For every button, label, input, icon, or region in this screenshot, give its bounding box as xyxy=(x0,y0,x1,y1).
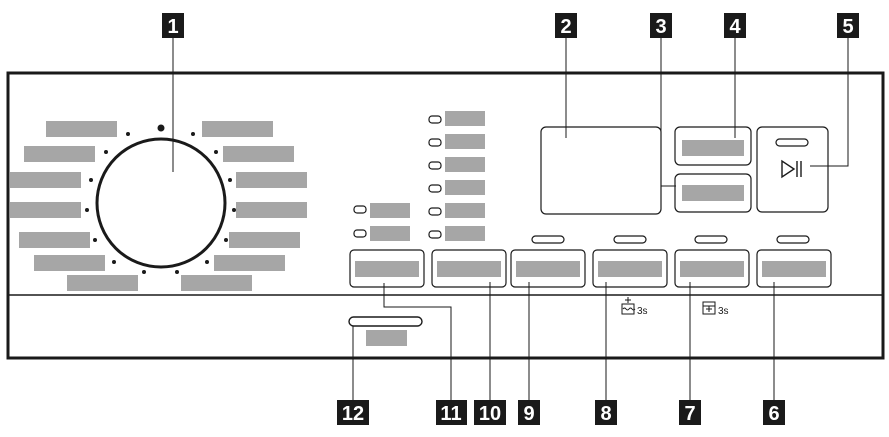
button-7-indicator xyxy=(694,235,728,244)
indicator-label xyxy=(370,203,410,218)
svg-text:7: 7 xyxy=(684,403,695,425)
button-4-label xyxy=(682,140,744,156)
button-3-label xyxy=(682,185,744,201)
program-label xyxy=(181,275,252,291)
callout-8: 8 xyxy=(595,400,617,425)
svg-text:12: 12 xyxy=(342,403,364,425)
button-6-label xyxy=(762,261,826,277)
indicator-light xyxy=(428,115,442,124)
callout-9: 9 xyxy=(518,400,540,425)
panel-frame xyxy=(6,71,885,360)
button-9-indicator xyxy=(531,235,565,244)
button-8-label xyxy=(598,261,662,277)
program-label xyxy=(236,202,307,218)
svg-text:6: 6 xyxy=(768,403,779,425)
callout-5: 5 xyxy=(837,13,859,38)
option-indicators-left xyxy=(353,203,410,241)
callout-3: 3 xyxy=(650,13,672,38)
start-pause-indicator xyxy=(775,138,809,147)
button-6-indicator xyxy=(776,235,810,244)
callout-12: 12 xyxy=(337,400,369,425)
indicator-light xyxy=(428,230,442,239)
button-11-label xyxy=(355,261,419,277)
option-indicators-column xyxy=(428,111,485,241)
button-8-duration: 3s xyxy=(637,306,648,317)
button-7-label xyxy=(680,261,744,277)
indicator-light xyxy=(428,184,442,193)
program-label xyxy=(229,232,300,248)
indicator-light xyxy=(428,161,442,170)
button-8-indicator xyxy=(613,235,647,244)
option-buttons-row xyxy=(349,235,832,288)
svg-text:5: 5 xyxy=(842,16,853,38)
program-label xyxy=(10,202,81,218)
indicator-label xyxy=(445,134,485,149)
callout-leader-lines xyxy=(172,38,849,400)
svg-text:10: 10 xyxy=(479,403,501,425)
rinse-plus-icon xyxy=(621,297,636,315)
program-labels xyxy=(10,121,307,291)
indicator-label xyxy=(445,226,485,241)
button-7-duration: 3s xyxy=(718,306,729,317)
indicator-label xyxy=(370,226,410,241)
button-9-label xyxy=(516,261,580,277)
program-label xyxy=(24,146,95,162)
drawer-handle[interactable] xyxy=(348,316,423,327)
callout-1: 1 xyxy=(162,13,184,38)
callout-4: 4 xyxy=(724,13,746,38)
callout-6: 6 xyxy=(763,400,785,425)
svg-text:9: 9 xyxy=(523,403,534,425)
indicator-light xyxy=(428,138,442,147)
program-label xyxy=(46,121,117,137)
callout-2: 2 xyxy=(555,13,577,38)
svg-text:8: 8 xyxy=(600,403,611,425)
program-label xyxy=(202,121,273,137)
svg-text:2: 2 xyxy=(560,16,571,38)
button-10-label xyxy=(437,261,501,277)
svg-text:3: 3 xyxy=(655,16,666,38)
program-label xyxy=(223,146,294,162)
svg-text:1: 1 xyxy=(167,16,178,38)
indicator-label xyxy=(445,157,485,172)
indicator-label xyxy=(445,203,485,218)
indicator-light xyxy=(353,205,367,214)
callout-10: 10 xyxy=(474,400,506,425)
indicator-label xyxy=(445,180,485,195)
display-screen xyxy=(540,126,662,215)
callout-7: 7 xyxy=(679,400,701,425)
indicator-light xyxy=(428,207,442,216)
program-label xyxy=(19,232,90,248)
program-label xyxy=(34,255,105,271)
program-label xyxy=(67,275,138,291)
dial-position-dots xyxy=(85,124,236,274)
play-pause-icon xyxy=(781,159,802,179)
drawer-label xyxy=(366,330,407,346)
indicator-label xyxy=(445,111,485,126)
child-lock-icon xyxy=(702,301,716,315)
svg-text:11: 11 xyxy=(440,403,461,425)
indicator-light xyxy=(353,229,367,238)
program-label xyxy=(214,255,285,271)
callout-11: 11 xyxy=(436,400,467,425)
rotary-dial-icon[interactable] xyxy=(95,137,227,269)
program-label xyxy=(10,172,81,188)
svg-text:4: 4 xyxy=(729,16,741,38)
program-label xyxy=(236,172,307,188)
